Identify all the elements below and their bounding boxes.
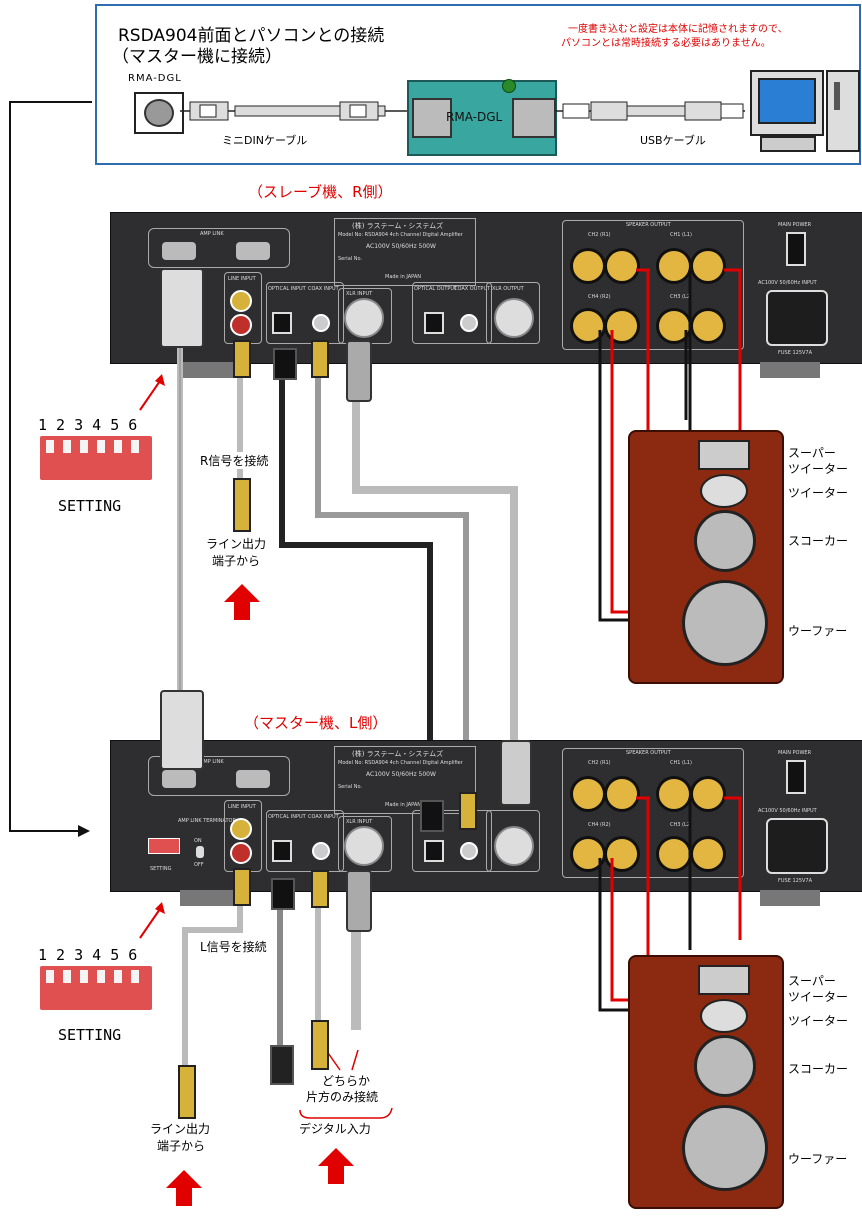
- master-squawker-icon: [694, 1035, 756, 1097]
- master-digital-note-2: 片方のみ接続: [306, 1088, 378, 1105]
- master-coax-plug: [311, 870, 329, 908]
- master-source-rca-plug: [178, 1065, 196, 1119]
- master-rca-plug: [233, 868, 251, 906]
- master-super-tweeter-label-1: スーパー: [788, 972, 836, 989]
- master-coax-source-plug: [311, 1020, 329, 1070]
- master-db9-connector: [160, 690, 204, 770]
- master-dip-numbers: 1 2 3 4 5 6: [38, 946, 137, 964]
- slave-xlr-plug-at-master: [500, 740, 532, 806]
- slave-optical-plug-at-master: [420, 800, 444, 832]
- master-dip-pointer-arrow: [138, 900, 168, 940]
- master-woofer-label: ウーファー: [788, 1150, 847, 1167]
- master-signal-label: L信号を接続: [200, 938, 267, 955]
- master-tweeter-label: ツイーター: [788, 1012, 848, 1029]
- master-squawker-label: スコーカー: [788, 1060, 848, 1077]
- master-source-label-2: 端子から: [157, 1137, 205, 1154]
- master-super-tweeter-icon: [698, 965, 750, 995]
- master-optical-source-plug: [270, 1045, 294, 1085]
- master-woofer-icon: [682, 1105, 768, 1191]
- master-xlr-plug: [346, 870, 372, 932]
- master-super-tweeter-label-2: ツイーター: [788, 988, 848, 1005]
- master-digital-note-1: どちらか: [322, 1072, 370, 1089]
- master-tweeter-icon: [700, 999, 748, 1033]
- master-optical-plug: [271, 878, 295, 910]
- master-digital-arrow-icon: [316, 1146, 356, 1186]
- master-digital-input-label: デジタル入力: [299, 1120, 371, 1137]
- master-dip-switch[interactable]: [40, 966, 152, 1010]
- master-line-arrow-icon: [164, 1168, 204, 1208]
- slave-coax-plug-at-master: [459, 792, 477, 830]
- master-dip-label: SETTING: [58, 1026, 121, 1044]
- master-source-label-1: ライン出力: [150, 1120, 210, 1137]
